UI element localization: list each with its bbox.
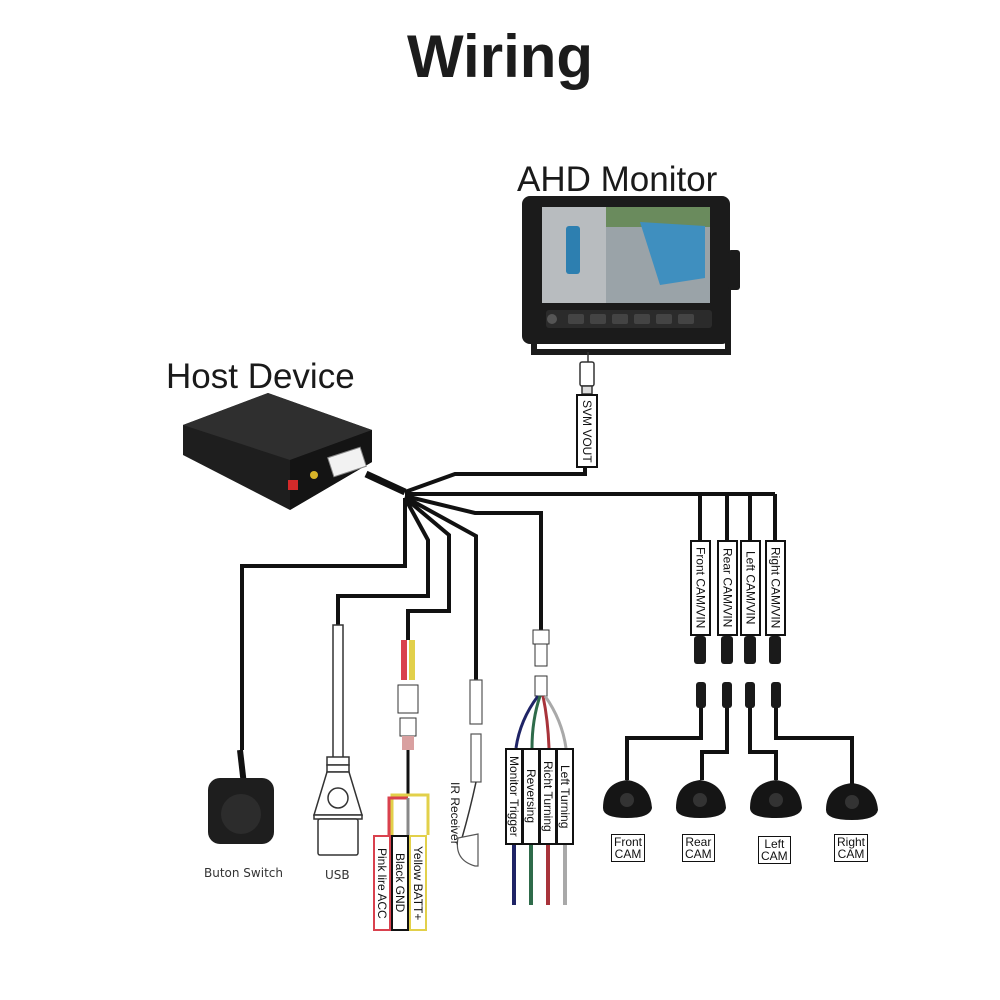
host-device-label: Host Device xyxy=(166,357,355,396)
trigger-connector xyxy=(512,629,568,905)
left-camera xyxy=(750,780,802,818)
monitor-trigger-tag: Monitor Trigger xyxy=(505,748,523,845)
ir-receiver xyxy=(456,679,483,867)
ahd-monitor xyxy=(522,196,740,355)
diagram-title: Wiring xyxy=(406,23,594,90)
rear-cam-label: Rear CAM xyxy=(682,834,715,862)
right-camera xyxy=(826,783,878,820)
ir-receiver-label: IR Receiver xyxy=(448,782,462,845)
cable-left-cam xyxy=(748,708,778,780)
usb-connector xyxy=(312,624,364,856)
wire-power xyxy=(403,496,451,640)
button-switch-label: Buton Switch xyxy=(204,866,283,880)
wire-button xyxy=(240,498,407,750)
left-turning-tag: Left Turning xyxy=(556,748,574,845)
right-turning-tag: Richt Turning xyxy=(539,748,557,845)
host-device xyxy=(183,393,407,510)
front-cam-input-tag: Front CAM/VIN xyxy=(690,540,711,636)
black-gnd-tag: Black GND xyxy=(391,835,409,931)
power-connector xyxy=(387,640,430,835)
reversing-tag: Reversing xyxy=(522,748,540,845)
pink-acc-tag: Pink lire ACC xyxy=(373,835,391,931)
svm-vout-tag: SVM VOUT xyxy=(576,394,598,468)
monitor-label: AHD Monitor xyxy=(517,160,718,199)
usb-label: USB xyxy=(325,868,350,882)
cameras xyxy=(603,780,878,820)
wire-ir xyxy=(404,495,478,680)
right-cam-label: Right CAM xyxy=(834,834,869,862)
cable-front-cam xyxy=(625,708,703,780)
left-cam-label: Left CAM xyxy=(758,836,791,864)
camera-plugs xyxy=(696,682,781,708)
rear-cam-input-tag: Rear CAM/VIN xyxy=(717,540,738,636)
front-camera xyxy=(603,780,652,818)
monitor-connector xyxy=(579,352,595,395)
front-cam-label: Front CAM xyxy=(611,834,646,862)
yellow-batt-tag: Yellow BATT+ xyxy=(409,835,427,931)
cable-rear-cam xyxy=(700,708,729,780)
button-switch xyxy=(208,749,274,844)
cable-right-cam xyxy=(774,708,854,785)
right-cam-input-tag: Right CAM/VIN xyxy=(765,540,786,636)
cam-input-plugs xyxy=(694,636,781,664)
wire-trigger xyxy=(404,494,543,630)
wire-usb xyxy=(336,497,430,625)
left-cam-input-tag: Left CAM/VIN xyxy=(740,540,761,636)
wire-svm-vout xyxy=(404,468,587,494)
rear-camera xyxy=(676,780,726,818)
